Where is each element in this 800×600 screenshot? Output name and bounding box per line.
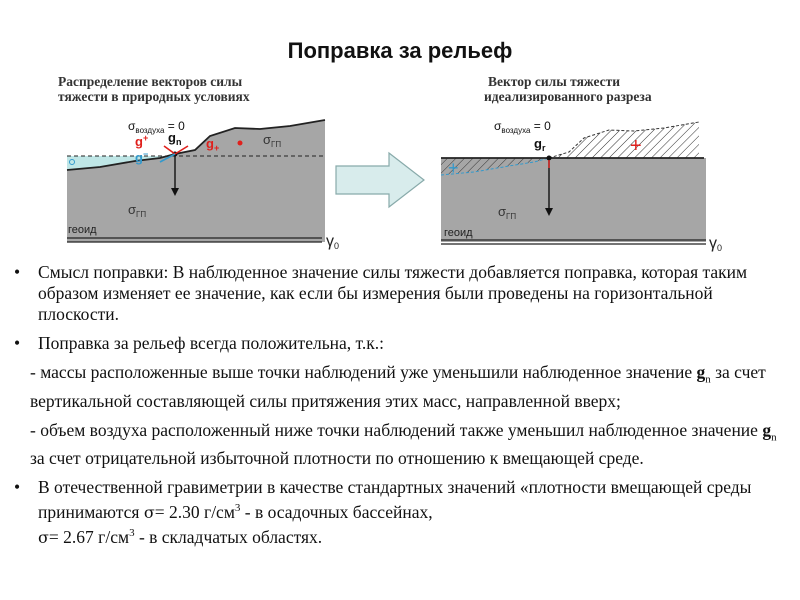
bullet-marker: • [14, 477, 20, 498]
removed-mass-hatch [549, 122, 699, 158]
g-plus-vector [164, 146, 175, 154]
g-plus-label-top: g+ [135, 133, 148, 149]
left-caption-line2: тяжести в природных условиях [58, 89, 250, 104]
paragraph-positive: • Поправка за рельеф всегда положительна… [10, 333, 790, 354]
paragraph-meaning: • Смысл поправки: В наблюденное значение… [10, 262, 790, 325]
paragraph-folded-density: σ= 2.67 г/см3 - в складчатых областях. [10, 523, 790, 548]
rock-body-left [67, 120, 325, 242]
left-figure: σвоздуха = 0 g+ g− gn g+ σГП σГП геоид γ… [60, 112, 350, 252]
bullet-marker: • [14, 262, 20, 283]
paragraph-masses-above: - массы расположенные выше точки наблюде… [10, 362, 790, 412]
slide-title: Поправка за рельеф [0, 38, 800, 64]
arrow-icon [336, 153, 424, 207]
left-figure-caption: Распределение векторов силы тяжести в пр… [58, 74, 250, 104]
geoid-label-right: геоид [444, 227, 473, 239]
meaning-text: Смысл поправки: В наблюденное значение с… [38, 262, 747, 324]
bullet-marker: • [14, 333, 20, 354]
right-figure-caption: Вектор силы тяжести идеализированного ра… [484, 74, 652, 104]
right-figure: + σвоздуха = 0 gr + σГП геоид γ0 [434, 112, 734, 252]
right-caption-line2: идеализированного разреза [484, 89, 652, 104]
sigma-air-label-right: σвоздуха = 0 [494, 119, 551, 135]
gamma-label-left: γ0 [326, 233, 339, 251]
left-caption-line1: Распределение векторов силы [58, 74, 250, 89]
blue-plus-sign: + [448, 158, 459, 178]
paragraph-standard-density: • В отечественной гравиметрии в качестве… [10, 477, 790, 523]
geoid-label-left: геоид [68, 224, 97, 236]
transition-arrow [334, 150, 429, 210]
sigma-air-label-left: σвоздуха = 0 [128, 119, 185, 135]
positive-text: Поправка за рельеф всегда положительна, … [38, 333, 384, 353]
explanation-text: • Смысл поправки: В наблюденное значение… [10, 262, 790, 548]
gamma-label-right: γ0 [709, 235, 722, 252]
excess-mass-dot [238, 141, 243, 146]
right-caption-line1: Вектор силы тяжести [484, 74, 652, 89]
red-plus-sign: + [630, 135, 642, 157]
observation-point-right [547, 156, 552, 161]
paragraph-air-below: - объем воздуха расположенный ниже точки… [10, 420, 790, 470]
g-r-label: gr [534, 136, 546, 153]
